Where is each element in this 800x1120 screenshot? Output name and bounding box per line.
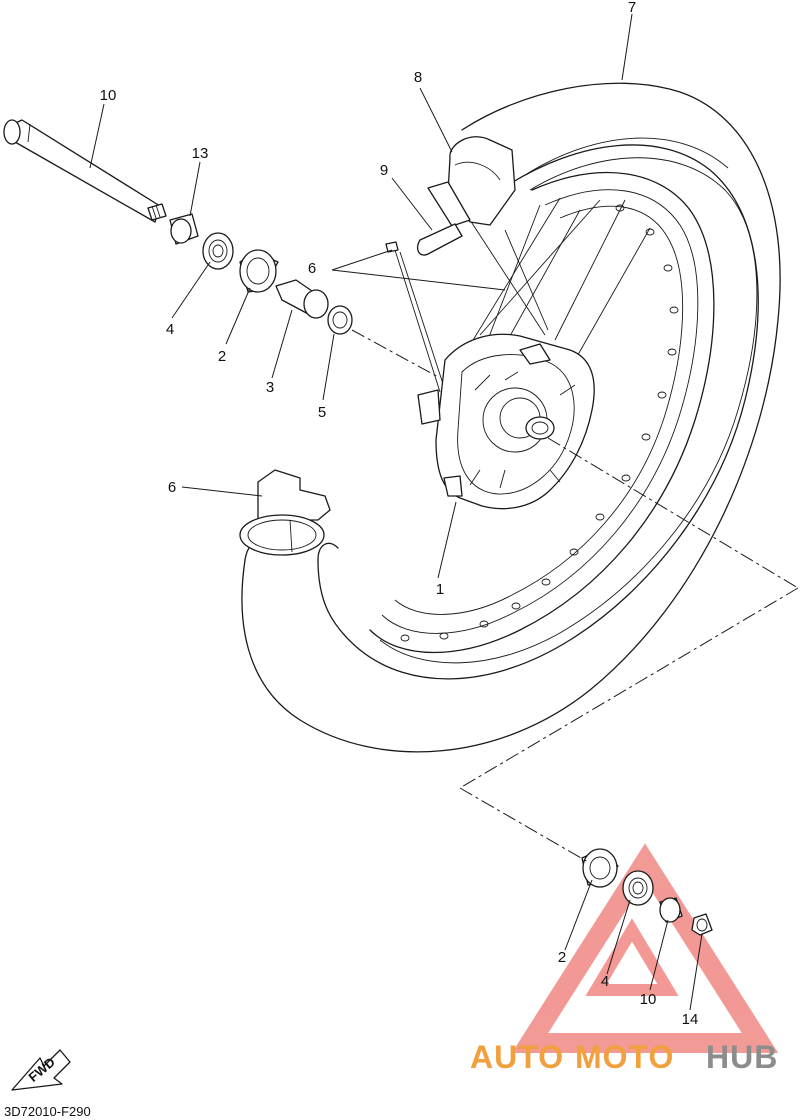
- rim-band-part-6: [239, 469, 331, 556]
- callout-12: 10: [640, 991, 657, 1008]
- callout-1: 1: [436, 581, 444, 598]
- callout-10: 9: [380, 162, 388, 179]
- rim: [369, 172, 715, 654]
- callout-labels: 7 8 9 10 13 6 4 2 3 5 6 1 2 4 10 14: [100, 0, 699, 1028]
- callout-2-lower: 2: [558, 949, 566, 966]
- tire-part-8: [241, 82, 781, 753]
- callout-13: 13: [192, 145, 209, 162]
- leader-lines: [89, 13, 703, 1011]
- oil-seal-part-4-lower: [622, 870, 654, 906]
- axis-centerlines: [351, 329, 799, 863]
- bearing-part-2-upper: [239, 249, 279, 293]
- collar-part-12: [659, 897, 683, 923]
- valve-part-9-10: [416, 136, 516, 256]
- callout-4-upper: 4: [166, 321, 174, 338]
- callout-11: 10: [100, 87, 117, 104]
- callout-4-lower: 4: [601, 973, 609, 990]
- diagram-part-code: 3D72010-F290: [4, 1104, 91, 1119]
- callout-6: 6: [168, 479, 176, 496]
- collar-part-5: [327, 305, 353, 335]
- watermark-moto: MOTO: [575, 1039, 674, 1075]
- oil-seal-part-4-upper: [202, 232, 234, 270]
- rim-spoke-holes: [400, 204, 679, 642]
- spacer-part-3: [275, 279, 329, 319]
- callout-8: 7: [628, 0, 636, 16]
- nut-part-14: [691, 913, 713, 936]
- axle-part-11: [3, 119, 167, 223]
- callout-14: 14: [682, 1011, 699, 1028]
- callout-3: 3: [266, 379, 274, 396]
- bearing-part-2-lower: [581, 848, 619, 888]
- collar-part-13: [169, 213, 199, 245]
- callout-5: 5: [318, 404, 326, 421]
- callout-9: 8: [414, 69, 422, 86]
- callout-7: 6: [308, 260, 316, 277]
- fwd-arrow-icon: FWD: [11, 1049, 71, 1091]
- callout-2-upper: 2: [218, 348, 226, 365]
- watermark-auto: AUTO: [470, 1039, 564, 1075]
- hub-part-1: [417, 333, 595, 510]
- watermark-automotohub: AUTO MOTO HUB: [470, 1039, 778, 1075]
- spokes-part-7: [385, 197, 651, 393]
- watermark-hub: HUB: [706, 1039, 778, 1075]
- watermark-logo-triangle: [511, 843, 779, 1053]
